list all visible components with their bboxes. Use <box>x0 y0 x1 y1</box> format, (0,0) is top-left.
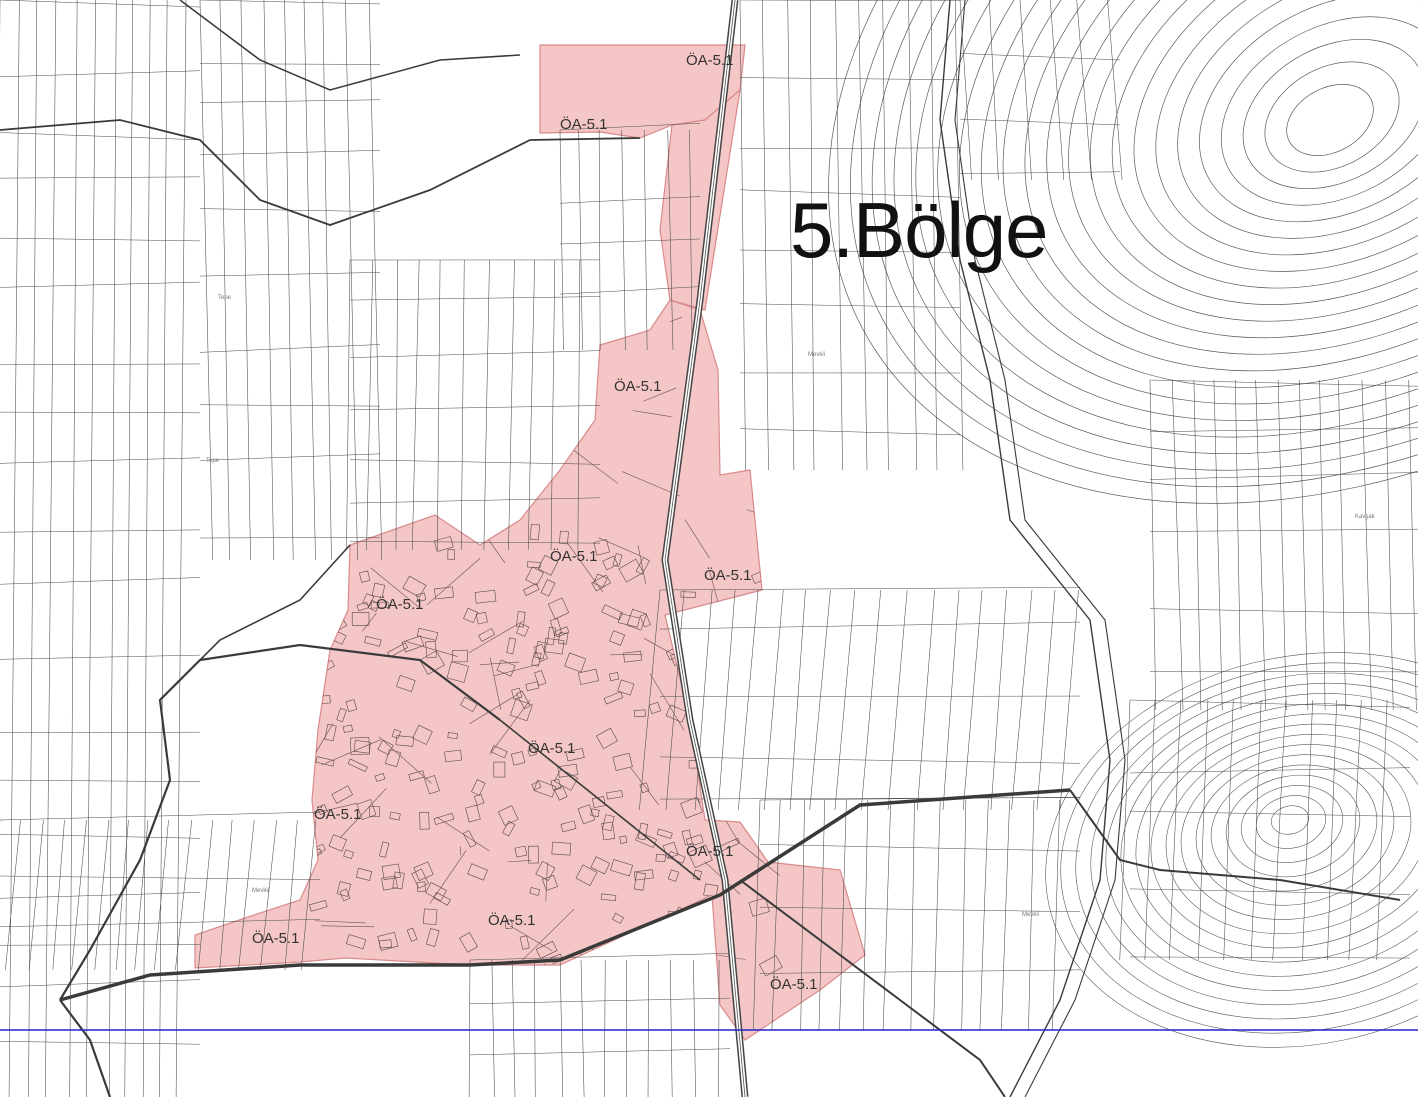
contour-lines <box>828 0 1418 1048</box>
road-town-se <box>499 719 701 881</box>
river-bed <box>939 0 1111 1097</box>
zone-areas[interactable] <box>194 44 866 1041</box>
road-northwest <box>0 119 641 226</box>
place-name: Mevkii <box>1022 912 1040 918</box>
highway-center <box>664 0 746 1097</box>
road-west-town <box>159 544 351 701</box>
zone-label[interactable]: ÖA-5.1 <box>488 912 536 929</box>
zone-label[interactable]: ÖA-5.1 <box>686 843 734 860</box>
zone-label[interactable]: ÖA-5.1 <box>704 567 752 584</box>
place-name: Tepe <box>206 458 220 464</box>
zone-label[interactable]: ÖA-5.1 <box>560 116 608 133</box>
place-name: Tepe <box>218 295 232 301</box>
zone-main-settlement <box>194 299 866 1041</box>
place-name: Mevkii <box>808 352 826 358</box>
road-down <box>59 999 112 1097</box>
zone-label[interactable]: ÖA-5.1 <box>314 806 362 823</box>
river-bed-2 <box>954 0 1126 1097</box>
zone-label[interactable]: ÖA-5.1 <box>376 596 424 613</box>
zone-label[interactable]: ÖA-5.1 <box>550 548 598 565</box>
zone-label[interactable]: ÖA-5.1 <box>252 930 300 947</box>
zone-label[interactable]: ÖA-5.1 <box>770 976 818 993</box>
road-south <box>59 788 1071 1002</box>
zone-label[interactable]: ÖA-5.1 <box>528 740 576 757</box>
place-name: Kavşak <box>1355 514 1375 520</box>
region-title: 5.Bölge <box>790 186 1049 274</box>
zone-label[interactable]: ÖA-5.1 <box>614 378 662 395</box>
zone-label[interactable]: ÖA-5.1 <box>686 52 734 69</box>
road-north-edge <box>179 0 521 91</box>
place-name: Mevkii <box>252 888 270 894</box>
